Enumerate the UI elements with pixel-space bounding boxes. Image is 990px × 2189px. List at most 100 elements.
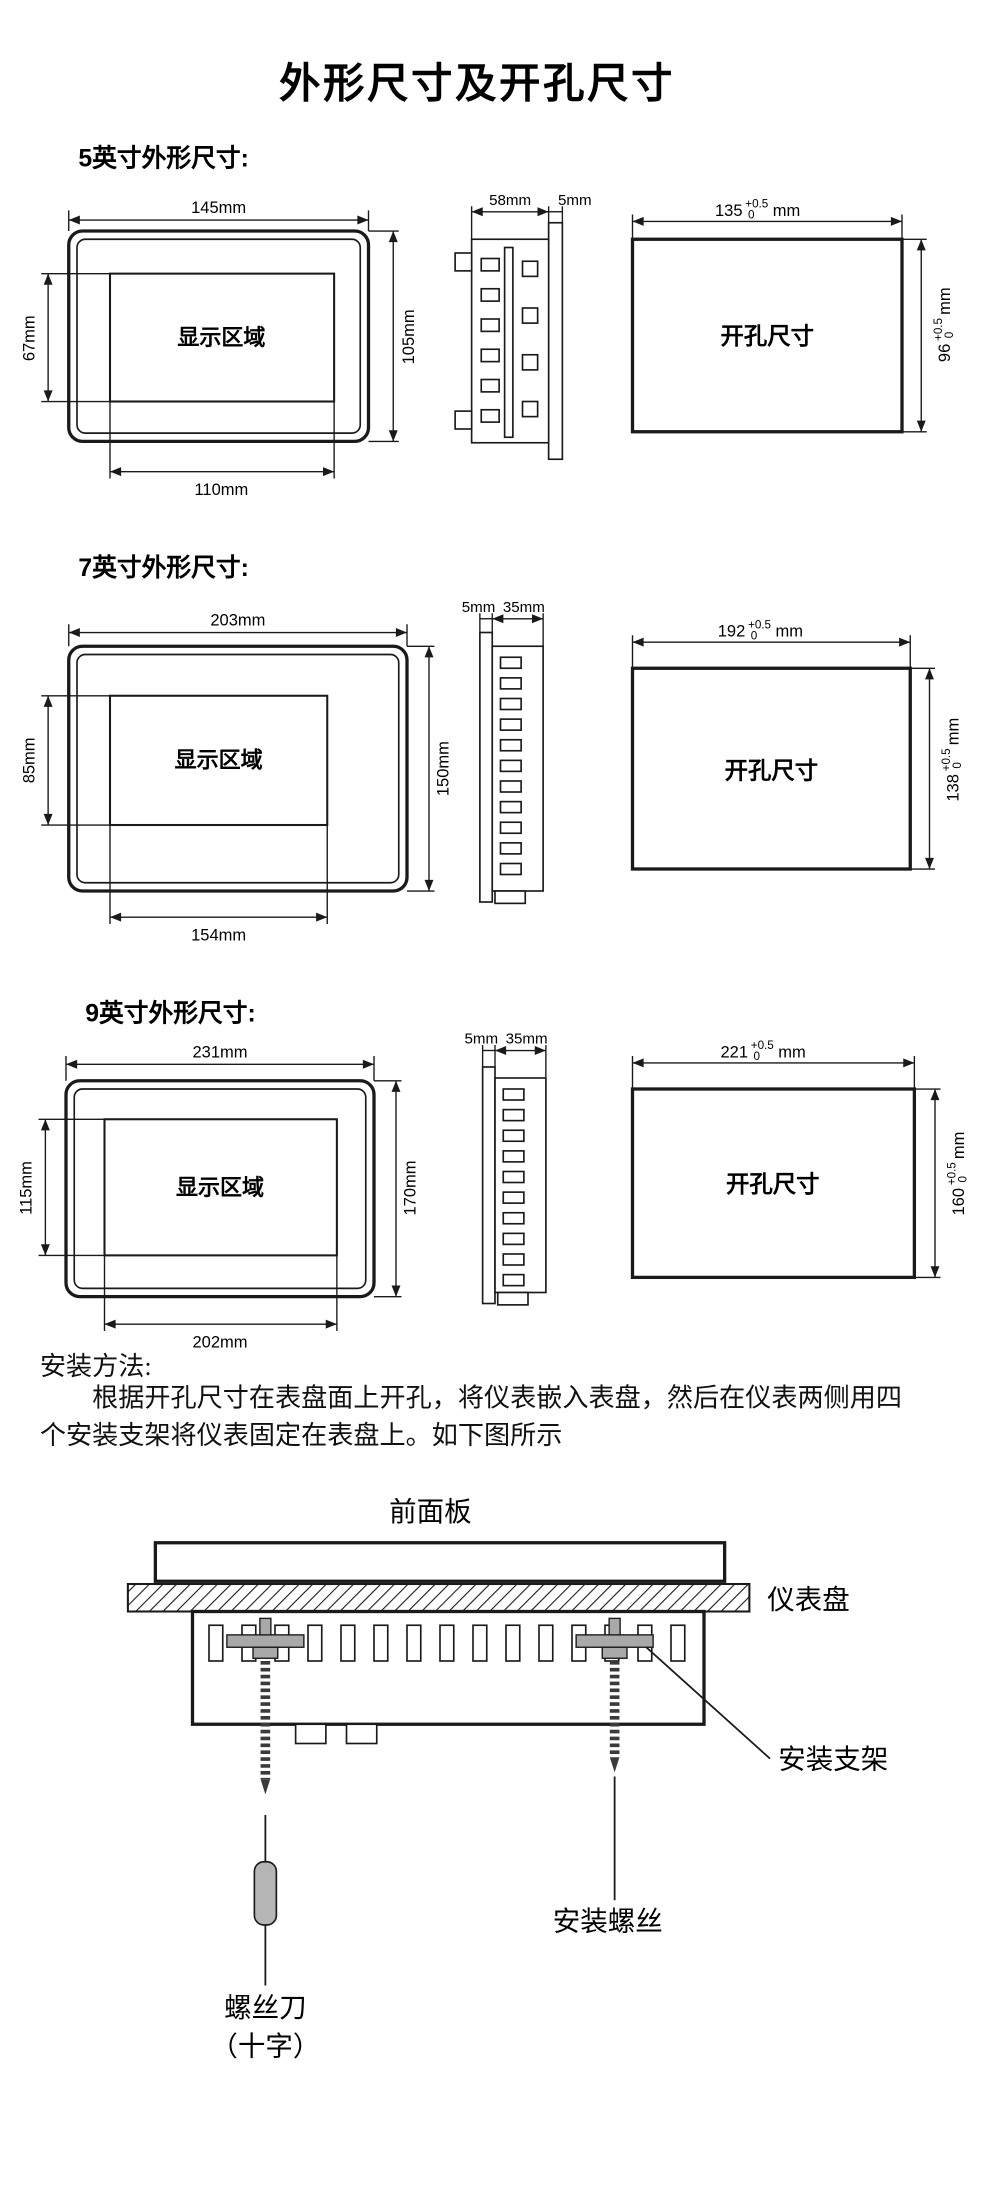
drawing-row-7in: 203mm 显示区域 150mm 85mm 154mm 5mm 35mm [20,599,964,945]
dim-display-height-5in: 67mm [20,315,38,361]
side-ear-bottom-5in [454,410,473,430]
dim-cutout-width-unit-9in: mm [778,1043,806,1061]
dim-cutout-height-9in: 160 [950,1188,968,1216]
dim-cutout-height-sub-7in: 0 [951,762,964,769]
cutout-view-7in: 192 +0.5 0 mm 开孔尺寸 138 +0.5 0 mm [630,618,964,871]
dim-side-bezel-5in: 5mm [558,192,592,209]
dim-front-height-7in: 150mm [434,741,452,796]
front-view-9in: 231mm 显示区域 170mm 115mm 202mm [18,1043,420,1351]
dim-cutout-height-sub-5in: 0 [943,331,956,338]
side-foot-7in [494,890,527,905]
dim-side-bezel-9in: 5mm [464,1031,498,1048]
dim-display-height-7in: 85mm [20,737,38,783]
side-connector-squares-5in [521,260,539,418]
dim-side-depth-7in: 35mm [503,599,545,616]
screwdriver-handle [253,1860,278,1926]
section-heading-7in: 7英寸外形尺寸: [78,554,249,582]
instrument-panel-section [126,1582,751,1613]
mounting-bracket-left [226,1617,305,1659]
screwdriver-label-line1: 螺丝刀 [224,1992,307,2023]
dim-side-depth-9in: 35mm [506,1031,548,1048]
dim-cutout-height-7in: 138 [944,774,962,802]
front-panel-bar [153,1541,727,1583]
cutout-rect-9in [630,1087,917,1280]
mounting-screw-left [260,1661,271,1795]
side-bezel-flange-9in [481,1066,496,1305]
dim-cutout-height-group-9in: 160 +0.5 0 mm [946,1132,970,1216]
dim-display-width-5in: 110mm [194,481,248,499]
side-view-7in: 5mm 35mm [462,599,545,905]
dim-side-bezel-7in: 5mm [462,599,496,616]
side-view-5in: 58mm 5mm [454,192,592,461]
dim-cutout-width-9in: 221 [720,1043,748,1061]
install-diagram: 前面板 仪表盘 [126,1496,888,2062]
dim-cutout-height-sup-7in: +0.5 [940,748,953,771]
side-terminal-slots-5in [480,257,500,423]
display-area-label-5in: 显示区域 [177,325,265,350]
dim-cutout-width-sub-9in: 0 [754,1050,761,1063]
front-panel-label: 前面板 [389,1496,472,1527]
dim-display-width-7in: 154mm [191,927,246,945]
dim-front-width-5in: 145mm [191,199,246,217]
front-view-7in: 203mm 显示区域 150mm 85mm 154mm [20,612,452,945]
dim-cutout-height-sup-9in: +0.5 [946,1162,959,1185]
side-bezel-flange-5in [547,221,564,461]
dim-cutout-width-5in: 135 [715,202,743,220]
side-board-edge-5in [503,246,514,439]
section-heading-5in: 5英寸外形尺寸: [78,144,249,172]
mounting-screw-right [609,1661,620,1773]
dim-cutout-height-5in: 96 [936,344,954,362]
cutout-label-9in: 开孔尺寸 [726,1171,819,1198]
drawing-row-9in: 231mm 显示区域 170mm 115mm 202mm 5mm 35mm [18,1031,970,1352]
side-vent-slots-9in [502,1088,525,1287]
install-heading: 安装方法: [39,1353,152,1382]
mounting-bracket-label: 安装支架 [778,1743,888,1774]
display-area-label-9in: 显示区域 [176,1175,264,1200]
dim-cutout-width-sup-9in: +0.5 [751,1039,774,1052]
body-foot-left [294,1723,327,1745]
mounting-bracket-right [575,1617,654,1659]
dim-front-height-9in: 170mm [401,1160,419,1215]
cutout-label-7in: 开孔尺寸 [725,757,818,784]
mounting-screw-label: 安装螺丝 [553,1905,663,1936]
side-vent-slots-7in [499,656,522,876]
dim-cutout-width-unit-7in: mm [776,623,804,641]
dim-cutout-width-sup-5in: +0.5 [745,198,768,211]
cutout-rect-7in [630,666,912,871]
screwdriver [253,1815,278,1986]
dim-cutout-height-unit-5in: mm [936,287,954,315]
dim-front-width-9in: 231mm [192,1043,247,1061]
display-area-5in [108,272,336,403]
side-foot-9in [496,1291,529,1306]
dim-cutout-height-unit-9in: mm [950,1132,968,1160]
display-area-9in [103,1118,338,1257]
section-heading-9in: 9英寸外形尺寸: [85,999,256,1028]
front-view-5in: 145mm 显示区域 105mm 67mm 110mm [20,199,417,499]
instrument-panel-label: 仪表盘 [767,1584,850,1615]
dim-cutout-width-7in: 192 [718,623,746,641]
dim-display-height-9in: 115mm [18,1161,36,1215]
dim-side-depth-5in: 58mm [489,192,531,209]
dim-cutout-height-unit-7in: mm [944,718,962,746]
side-bezel-flange-7in [479,631,494,903]
dim-cutout-height-group-7in: 138 +0.5 0 mm [940,718,964,802]
cutout-view-5in: 135 +0.5 0 mm 开孔尺寸 96 +0.5 0 mm [630,198,956,434]
dim-cutout-height-sub-9in: 0 [957,1176,970,1183]
cutout-view-9in: 221 +0.5 0 mm 开孔尺寸 160 +0.5 0 mm [630,1039,970,1280]
dim-cutout-width-sup-7in: +0.5 [748,618,771,631]
side-ear-top-5in [454,252,473,272]
dim-cutout-height-sup-5in: +0.5 [932,318,945,341]
cutout-label-5in: 开孔尺寸 [721,323,814,350]
screwdriver-label-line2: （十字） [210,2031,320,2062]
bracket-leader-line [645,1646,771,1760]
page-title: 外形尺寸及开孔尺寸 [279,61,676,108]
dim-cutout-width-unit-5in: mm [773,202,801,220]
dim-cutout-width-sub-7in: 0 [751,629,758,642]
install-instructions: 根据开孔尺寸在表盘面上开孔，将仪表嵌入表盘，然后在仪表两侧用四个安装支架将仪表固… [39,1384,903,1451]
dim-front-width-7in: 203mm [210,612,265,630]
display-area-7in [108,694,329,827]
drawing-row-5in: 145mm 显示区域 105mm 67mm 110mm 58mm 5mm [20,192,956,499]
dim-display-width-9in: 202mm [192,1334,247,1352]
dim-cutout-height-group-5in: 96 +0.5 0 mm [932,287,956,362]
